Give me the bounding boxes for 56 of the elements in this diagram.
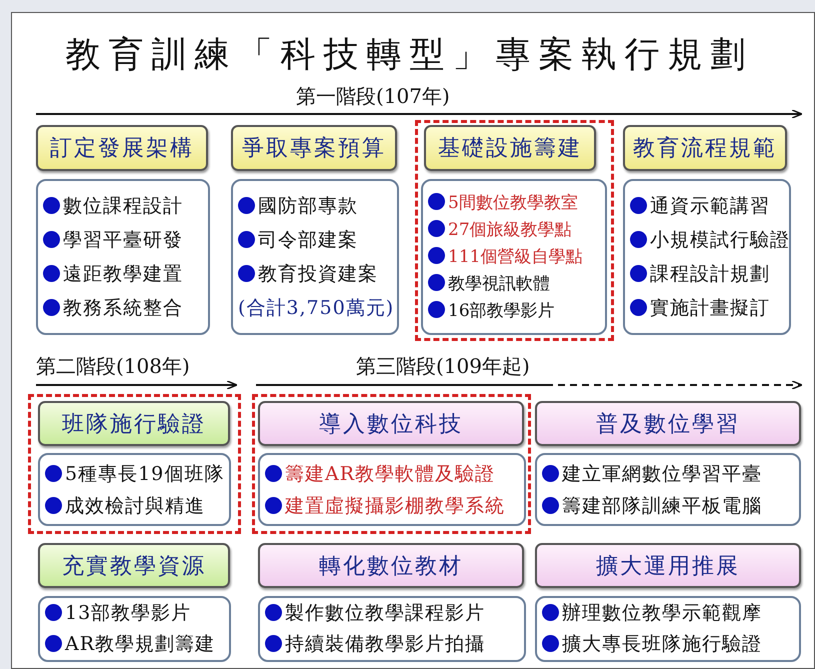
list-item: 27個旅級教學點 — [428, 216, 605, 244]
list-box — [258, 596, 526, 662]
list-item: 16部教學影片 — [428, 298, 605, 324]
list-item: 5種專長19個班隊 — [45, 458, 229, 490]
heading-box: 班隊施行驗證 — [38, 401, 230, 446]
list-item: 學習平臺研發 — [43, 223, 208, 257]
heading-box: 基礎設施籌建 — [424, 125, 596, 171]
list-item: 教學視訊軟體 — [428, 270, 605, 298]
list-item: 5間數位教學教室 — [428, 190, 605, 216]
list-box — [535, 453, 801, 526]
list-item: 辦理數位教學示範觀摩 — [542, 598, 799, 629]
list-item: 籌建部隊訓練平板電腦 — [542, 490, 799, 522]
list-item: 持續裝備教學影片拍攝 — [265, 629, 524, 660]
list-box — [38, 596, 231, 662]
list-item: 教務系統整合 — [43, 291, 208, 325]
heading-box: 導入數位科技 — [258, 401, 524, 446]
list-box — [623, 179, 791, 335]
list-item: 教育投資建案 — [238, 257, 397, 291]
title: 教育訓練「科技轉型」專案執行規劃 — [64, 34, 754, 77]
list-item: 通資示範講習 — [630, 189, 789, 223]
list-item: 製作數位教學課程影片 — [265, 598, 524, 629]
list-item: 遠距教學建置 — [43, 257, 208, 291]
list-box — [535, 596, 801, 662]
heading-box: 擴大運用推展 — [535, 543, 801, 588]
list-item: 建立軍網數位學習平臺 — [542, 458, 799, 490]
list-box — [231, 179, 399, 335]
list-item: 111個營級自學點 — [428, 244, 605, 270]
list-item: 課程設計規劃 — [630, 257, 789, 291]
heading-box: 普及數位學習 — [535, 401, 801, 446]
list-item: 建置虛擬攝影棚教學系統 — [265, 490, 524, 522]
list-item: 實施計畫擬訂 — [630, 291, 789, 325]
list-item: 司令部建案 — [238, 223, 397, 257]
heading-box: 訂定發展架構 — [36, 125, 208, 171]
list-item: 成效檢討與精進 — [45, 490, 229, 522]
list-item: 13部教學影片 — [45, 598, 229, 629]
heading-box: 充實教學資源 — [38, 543, 230, 588]
list-item: (合計3,750萬元) — [238, 296, 396, 321]
heading-box: 爭取專案預算 — [231, 125, 397, 171]
list-item: 數位課程設計 — [43, 189, 208, 223]
list-item: 籌建AR教學軟體及驗證 — [265, 458, 524, 490]
highlight-frame — [415, 120, 614, 341]
heading-box: 轉化數位教材 — [258, 543, 524, 588]
highlight-frame — [252, 394, 531, 534]
stage-label: 第一階段(107年) — [296, 83, 450, 110]
list-box — [36, 179, 210, 335]
highlight-frame — [28, 394, 241, 534]
list-item: AR教學規劃籌建 — [45, 629, 229, 660]
list-box — [258, 453, 526, 526]
list-box — [421, 179, 607, 335]
list-box — [38, 453, 231, 526]
heading-box: 教育流程規範 — [623, 125, 787, 171]
list-item: 小規模試行驗證 — [630, 223, 789, 257]
list-item: 國防部專款 — [238, 189, 397, 223]
list-item: 擴大專長班隊施行驗證 — [542, 629, 799, 660]
stage-label: 第三階段(109年起) — [356, 353, 530, 380]
stage-label: 第二階段(108年) — [36, 353, 190, 380]
